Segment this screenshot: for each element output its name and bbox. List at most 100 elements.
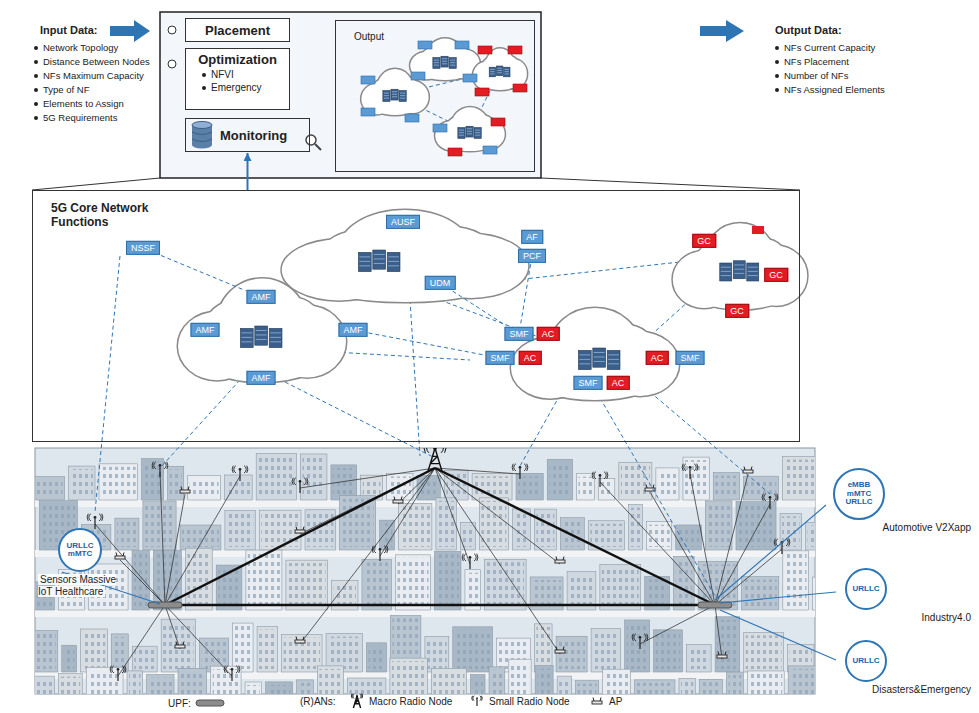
upf-symbol [196,700,224,706]
legend-text: UPF: [168,698,191,709]
access-point [175,642,185,649]
node-text: AMF [196,325,215,335]
bullet [34,46,38,50]
network-function-box: SMF [676,351,705,365]
database-icon [192,122,212,149]
bullet [34,102,38,106]
caption-block: Disasters&Emergency [815,684,973,696]
legend-sample [348,693,366,709]
network-function-box: AMF [247,290,276,304]
network-function-box: SMF [574,376,603,390]
node-text: AF [526,232,538,242]
cloud [673,223,807,309]
label-row: NFs Current Capacity [775,42,875,53]
access-point [717,652,727,659]
service-link [715,505,826,600]
red-function-box: GC [764,268,788,282]
input-arrow [110,20,150,42]
node-text: GC [697,236,711,246]
zoom-frame [160,12,541,178]
list-item: NFs Current Capacity [784,42,875,53]
network-function-box: PCF [518,249,546,263]
service-caption: Sensors Massive IoT Healthcare [38,574,116,597]
node-text: AMF [344,325,363,335]
node-text: SMF [681,353,700,363]
city-illustration [32,443,844,707]
zoom-line [541,178,800,190]
service-circle: eMBB mMTC URLLCAutomotive V2Xapp [815,468,973,534]
node-text: Monitoring [220,128,287,143]
small-radio-node [372,546,388,561]
node-text: GC [769,270,783,280]
node-text: AMF [252,292,271,302]
node-text: AC [612,378,625,388]
bullet [34,60,38,64]
caption-block: Industry4.0 [815,612,973,624]
service-circle: URLLC mMTC Sensors Massive IoT Healthcare [38,528,130,597]
access-point [555,647,565,654]
service-caption: Industry4.0 [920,612,973,623]
datacenter-icon [578,348,620,370]
output-mini-diagram [361,39,527,156]
node-text: AC [524,353,537,363]
function-box [752,226,764,234]
red-function-box: AC [537,327,560,341]
label-row: NFs Placement [775,56,849,67]
access-point [115,553,125,560]
box-heading: Optimization [198,52,277,67]
caption-block: Automotive V2Xapp [815,522,973,534]
legend-sample [194,695,226,711]
service-type: URLLC mMTC [63,542,97,559]
network-function-box: AMF [247,371,276,385]
node-text: AMF [252,373,271,383]
service-type: URLLC [852,585,879,593]
dashed-link [440,300,560,345]
red-function-box: GC [692,234,716,248]
zoom-line [32,178,160,190]
red-function-box: AC [519,351,542,365]
core-panel: 5G Core Network FunctionsAUSFNSSFAFPCFUD… [32,190,800,442]
cloud [511,308,679,400]
node-text: SMF [579,378,598,388]
upf-symbol [148,602,182,608]
legend-item: Small Radio Node [465,693,570,709]
datacenter-icon [489,66,510,77]
small-radio-node [512,464,528,479]
service-caption: Automotive V2Xapp [881,522,973,533]
small-radio-node [224,666,240,681]
network-function-box: AF [521,230,543,244]
dashed-link [600,398,715,596]
legend-sample [588,693,606,709]
small-radio-node [682,464,698,479]
legend-text: Macro Radio Node [369,696,452,707]
node-text: 5G Core Network Functions [51,201,181,229]
dashed-link [160,380,240,468]
node-text: AC [651,353,664,363]
dashed-connector [520,264,530,326]
network-function-box: AMF [339,323,368,337]
small-radio-node [632,634,648,649]
bullet-text: NFVI [211,69,234,80]
list-heading: Output Data: [775,24,842,36]
bullet [775,88,779,92]
list-item: NFs Assigned Elements [784,84,885,95]
legend-item: UPF: [168,695,229,711]
service-circle-outline: URLLC mMTC [58,528,102,572]
access-point [295,637,305,644]
label-row: Network Topology [34,42,118,53]
node-text: PCF [523,251,541,261]
datacenter-icon [240,326,282,348]
small-radio-node [592,472,608,487]
dashed-link [650,392,770,494]
bullet [34,88,38,92]
access-point [180,487,190,494]
datacenter-icon [458,126,481,138]
label-row: 5G Requirements [34,112,117,123]
label-row: NFs Assigned Elements [775,84,885,95]
legend-item: AP [585,693,622,709]
bullet [775,46,779,50]
datacenter-icon [720,261,759,281]
datacenter-icon [358,250,400,272]
list-item: NFs Placement [784,56,849,67]
service-circle: URLLC Industry4.0 [815,568,973,624]
